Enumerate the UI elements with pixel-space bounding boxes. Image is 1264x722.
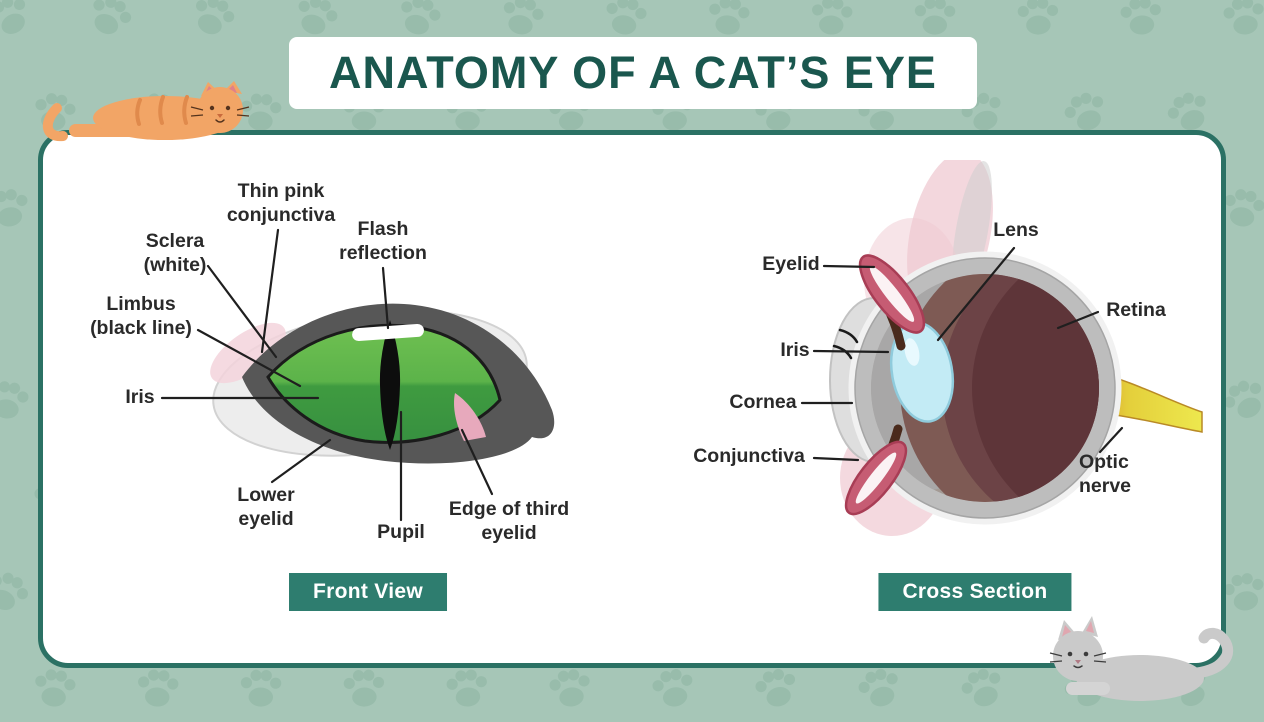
front-view-badge: Front View	[289, 573, 447, 611]
page-title: ANATOMY OF A CAT’S EYE	[329, 47, 937, 98]
label-iris-front: Iris	[125, 386, 155, 409]
title-banner: ANATOMY OF A CAT’S EYE	[289, 37, 977, 109]
label-iris-cross-section: Iris	[780, 339, 810, 362]
label-pupil: Pupil	[377, 521, 425, 544]
cat-tail	[43, 103, 68, 142]
label-limbus-black-line: Limbus (black line)	[90, 293, 192, 339]
label-retina: Retina	[1106, 299, 1166, 322]
cross-section-badge: Cross Section	[878, 573, 1072, 611]
gray-cat-illustration	[1049, 616, 1234, 701]
label-lens: Lens	[993, 219, 1039, 242]
label-thin-pink-conjunctiva: Thin pink conjunctiva	[226, 180, 336, 226]
label-lower-eyelid: Lower eyelid	[237, 484, 295, 530]
label-flash-reflection: Flash reflection	[339, 218, 427, 264]
label-sclera-white: Sclera (white)	[143, 230, 207, 276]
label-edge-of-third-eyelid: Edge of third eyelid	[448, 498, 570, 544]
label-optic-nerve: Optic nerve	[1078, 451, 1132, 497]
cat-tail	[1182, 627, 1234, 680]
orange-cat-illustration	[43, 81, 250, 142]
cat-eye-front-view-illustration	[210, 303, 555, 464]
label-eyelid: Eyelid	[762, 253, 820, 276]
label-conjunctiva: Conjunctiva	[693, 445, 805, 468]
label-cornea: Cornea	[729, 391, 797, 414]
